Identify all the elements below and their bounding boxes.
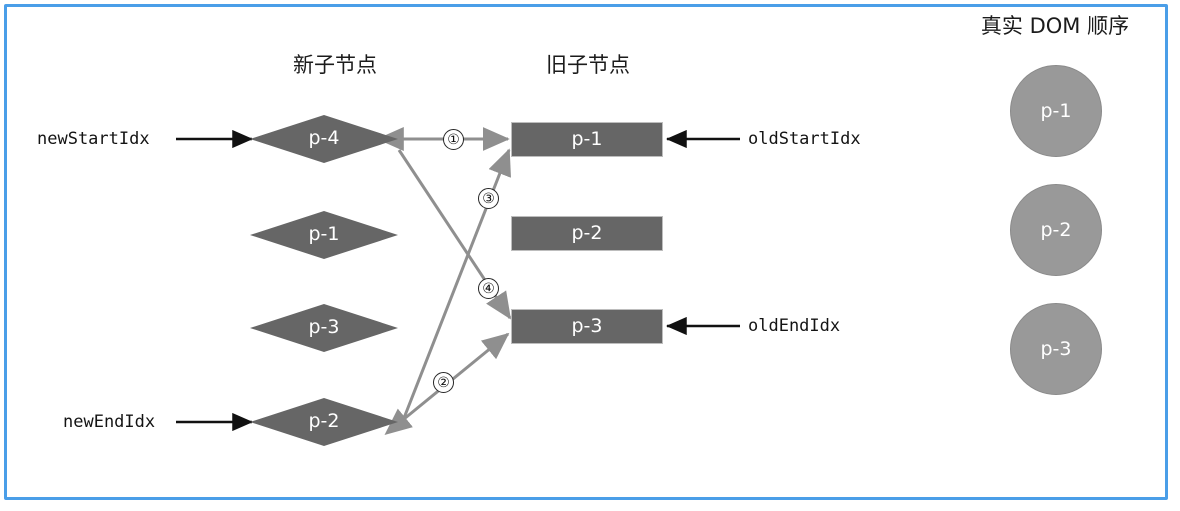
step-badge-4: ④ (478, 278, 499, 299)
title-real-dom: 真实 DOM 顺序 (980, 14, 1130, 38)
label-new-start-idx: newStartIdx (37, 129, 150, 149)
real-dom-label: p-1 (1040, 99, 1072, 122)
old-child-node-p-2[interactable]: p-2 (511, 216, 663, 251)
label-old-end-idx: oldEndIdx (748, 316, 841, 336)
new-child-label: p-4 (308, 126, 340, 149)
real-dom-node-p-3[interactable]: p-3 (1010, 303, 1102, 395)
label-old-start-idx: oldStartIdx (748, 129, 861, 149)
real-dom-node-p-1[interactable]: p-1 (1010, 65, 1102, 157)
step-badge-3: ③ (478, 188, 499, 209)
new-child-label: p-1 (308, 222, 340, 245)
real-dom-label: p-2 (1040, 218, 1072, 241)
old-child-label: p-2 (571, 222, 603, 244)
old-child-node-p-1[interactable]: p-1 (511, 122, 663, 157)
real-dom-label: p-3 (1040, 337, 1072, 360)
real-dom-node-p-2[interactable]: p-2 (1010, 184, 1102, 276)
title-old-children: 旧子节点 (546, 53, 630, 77)
label-new-end-idx: newEndIdx (63, 412, 156, 432)
new-child-label: p-2 (308, 409, 340, 432)
title-new-children: 新子节点 (293, 53, 377, 77)
old-child-node-p-3[interactable]: p-3 (511, 309, 663, 344)
step-badge-1: ① (443, 129, 464, 150)
old-child-label: p-1 (571, 128, 603, 150)
old-child-label: p-3 (571, 315, 603, 337)
new-child-label: p-3 (308, 315, 340, 338)
diagram-frame (4, 4, 1168, 500)
step-badge-2: ② (433, 372, 454, 393)
